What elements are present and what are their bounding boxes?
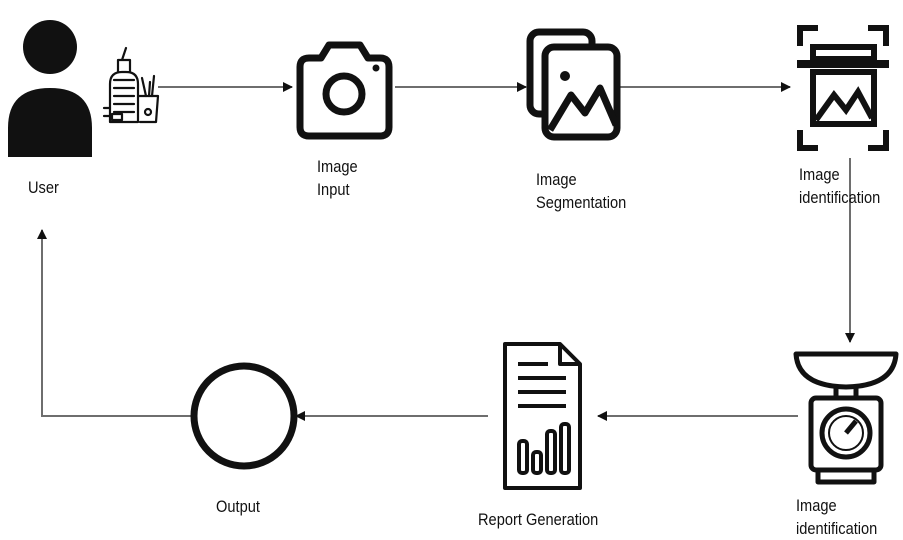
image-scan-icon <box>797 25 889 151</box>
image-input-line-1: Image <box>317 157 358 176</box>
report-generation-text: Report Generation <box>478 510 599 529</box>
image-segmentation-line-2: Segmentation <box>536 193 627 212</box>
food-items-icon <box>102 46 160 124</box>
report-document-icon <box>503 342 582 490</box>
label-report-generation: Report Generation <box>478 508 598 531</box>
image-gallery-icon <box>526 28 621 141</box>
weighing-scale-icon <box>793 351 899 485</box>
connectors <box>37 82 855 421</box>
image-identification-top-line-2: identification <box>799 188 881 207</box>
gallery-sun-dot <box>560 71 570 81</box>
image-input-line-2: Input <box>317 180 350 199</box>
user-silhouette-icon <box>8 20 92 157</box>
image-identification-top-line-1: Image <box>799 165 840 184</box>
user-label-text: User <box>28 178 59 197</box>
image-identification-bottom-line-2: identification <box>796 519 878 538</box>
circle-output-icon <box>190 362 298 470</box>
image-segmentation-line-1: Image <box>536 170 577 189</box>
label-image-input: Image Input <box>317 155 358 201</box>
camera-flash-dot <box>372 64 380 72</box>
label-image-identification-top: Image identification <box>799 163 880 209</box>
label-user: User <box>28 176 59 199</box>
output-text: Output <box>216 497 260 516</box>
image-identification-bottom-line-1: Image <box>796 496 837 515</box>
arrow-output-to-user <box>37 229 196 417</box>
camera-icon <box>296 41 393 140</box>
label-image-identification-bottom: Image identification <box>796 494 877 540</box>
label-image-segmentation: Image Segmentation <box>536 168 626 214</box>
label-output: Output <box>216 495 260 518</box>
